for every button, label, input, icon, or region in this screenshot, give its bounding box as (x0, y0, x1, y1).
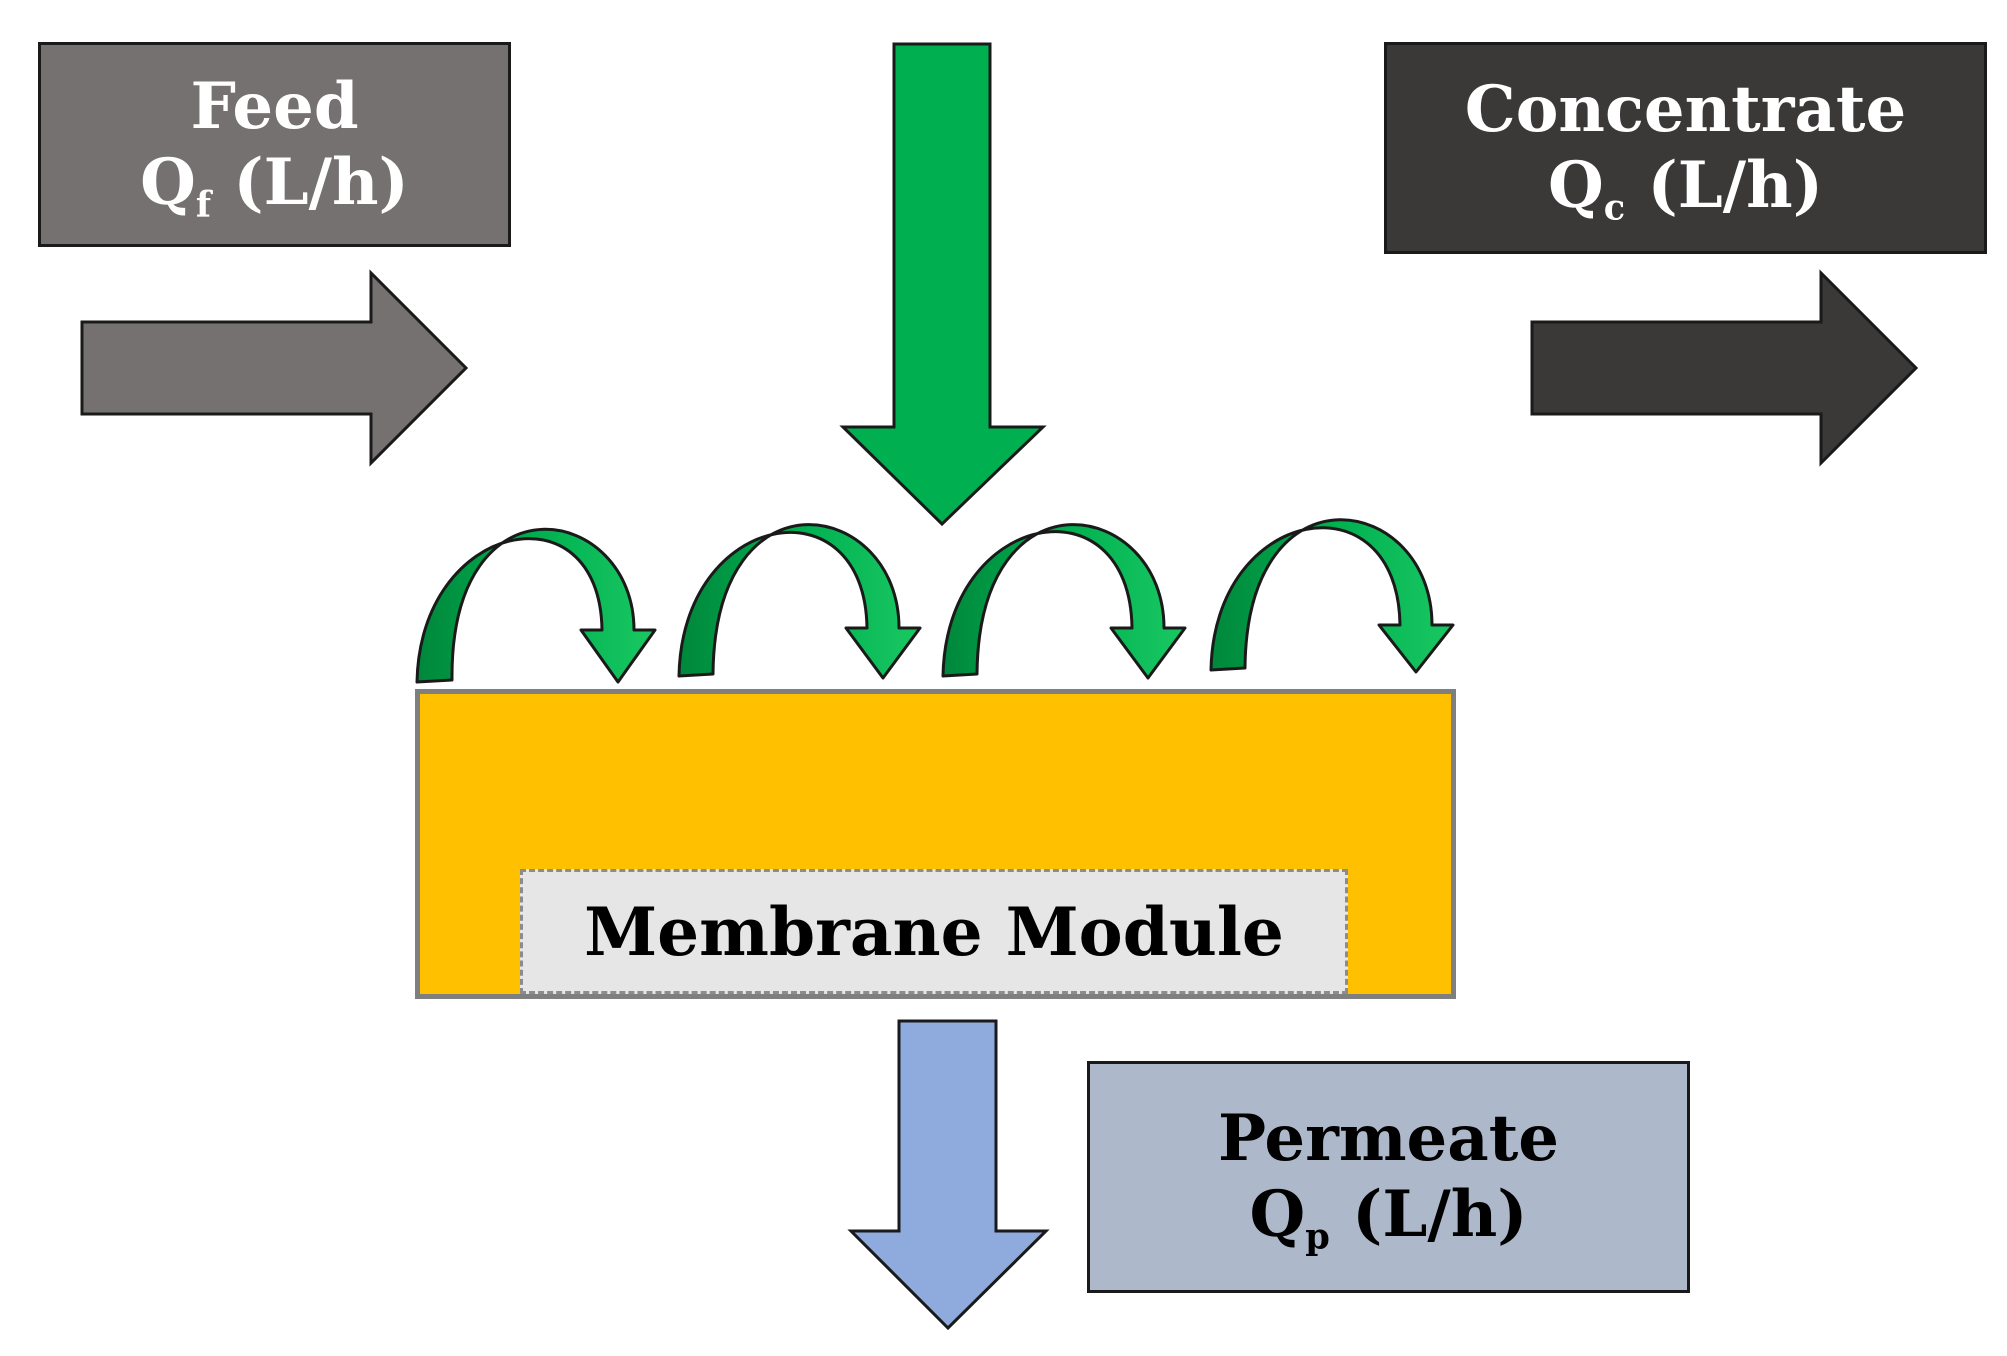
feed-arrow-icon (80, 269, 469, 467)
concentrate-q-symbol: Q (1548, 148, 1604, 223)
permeate-box: Permeate Qp (L/h) (1087, 1061, 1690, 1293)
feed-flow-label: Qf (L/h) (140, 144, 409, 222)
inflow-arrow-icon (839, 42, 1047, 527)
concentrate-title: Concentrate (1464, 72, 1907, 148)
permeate-title: Permeate (1217, 1101, 1560, 1177)
permeate-flow-label: Qp (L/h) (1249, 1177, 1528, 1254)
concentrate-box: Concentrate Qc (L/h) (1384, 42, 1987, 254)
permeate-q-symbol: Q (1249, 1177, 1306, 1252)
crossflow-arc-arrow-icon (415, 527, 657, 684)
feed-title: Feed (190, 68, 359, 144)
concentrate-unit: (L/h) (1647, 148, 1823, 223)
permeate-unit: (L/h) (1352, 1177, 1528, 1252)
concentrate-arrow-icon (1530, 269, 1919, 467)
feed-box: Feed Qf (L/h) (38, 42, 511, 247)
membrane-module-label: Membrane Module (520, 869, 1348, 994)
feed-unit: (L/h) (233, 144, 409, 220)
feed-q-subscript: f (195, 183, 212, 225)
feed-q-symbol: Q (140, 144, 196, 220)
crossflow-arc-arrow-icon (1209, 518, 1455, 674)
permeate-arrow-icon (847, 1019, 1050, 1331)
concentrate-q-subscript: c (1603, 187, 1626, 229)
permeate-q-subscript: p (1305, 1216, 1330, 1258)
crossflow-arc-arrow-icon (677, 523, 922, 680)
crossflow-arc-arrow-icon (941, 523, 1187, 680)
concentrate-flow-label: Qc (L/h) (1548, 148, 1823, 225)
